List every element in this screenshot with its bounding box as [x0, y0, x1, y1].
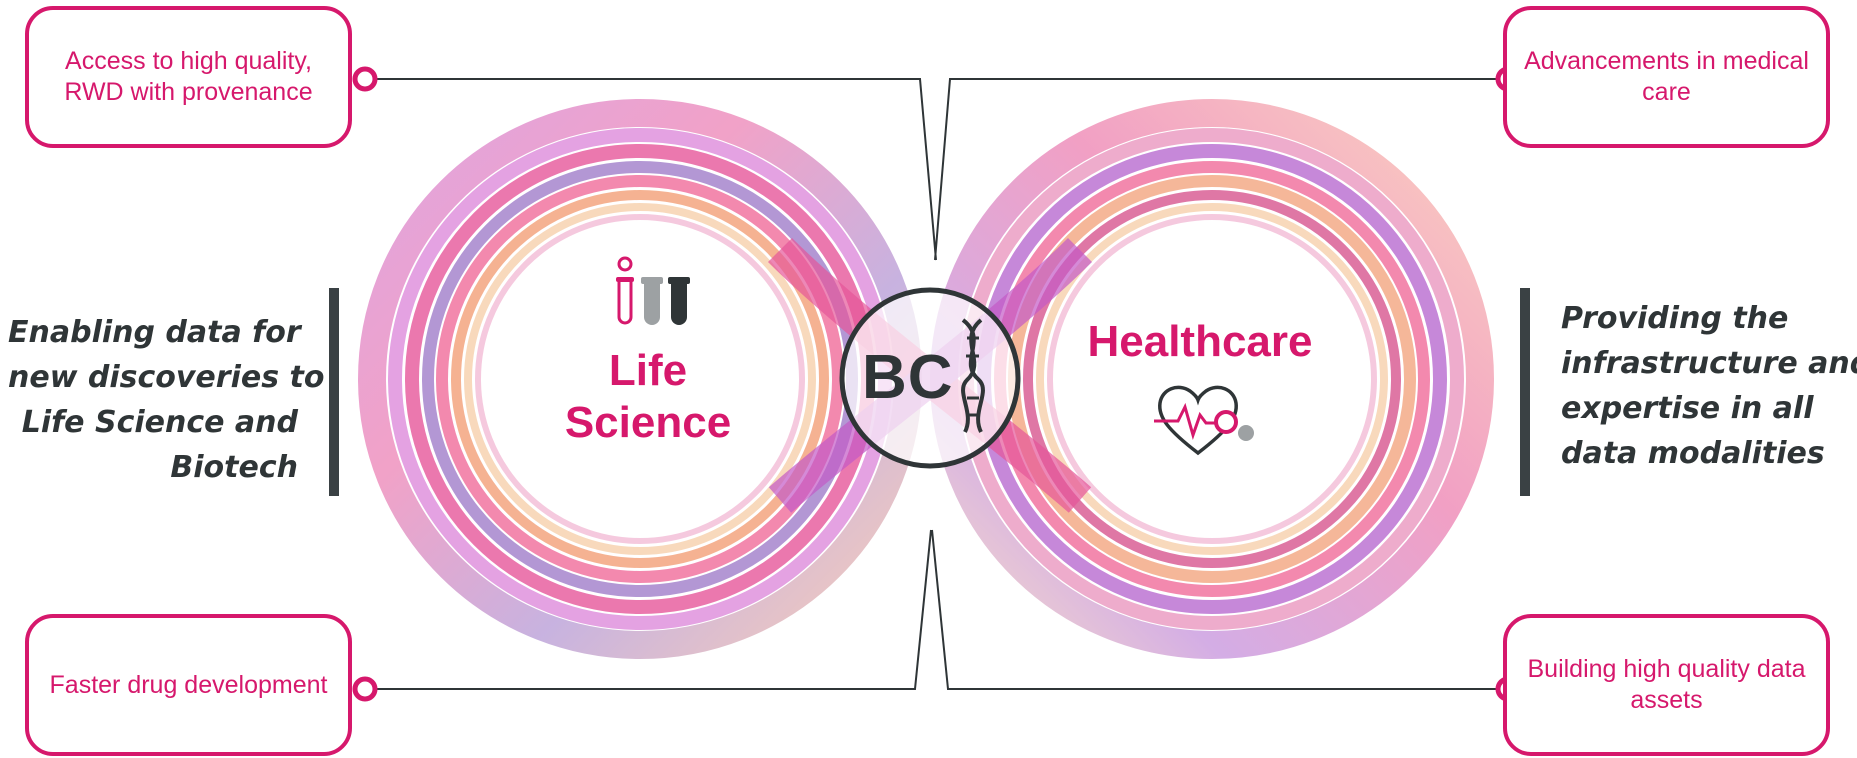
- box-top-left-text: Access to high quality, RWD with provena…: [64, 47, 313, 106]
- right-loop: [930, 99, 1494, 659]
- box-bottom-right: Building high quality data assets: [1503, 614, 1830, 756]
- life-science-line1: Life: [608, 346, 688, 395]
- right-accent-bar: [1520, 288, 1530, 496]
- connector-bottom-left: [370, 529, 932, 690]
- left-statement-line-4: Biotech: [170, 450, 298, 485]
- left-accent-bar: [329, 288, 339, 496]
- connector-bottom-right: [931, 529, 1503, 690]
- box-bottom-right-text: Building high quality data assets: [1527, 655, 1806, 714]
- dna-helix-icon: [961, 318, 985, 433]
- left-statement-line-1: Enabling data for: [8, 315, 301, 350]
- box-bottom-left-text: Faster drug development: [49, 670, 328, 699]
- right-statement-line-3: expertise in all: [1561, 391, 1814, 426]
- life-science-line2: Science: [564, 398, 732, 447]
- test-tubes-icon: [616, 256, 690, 325]
- right-statement-line-1: Providing the: [1561, 301, 1789, 336]
- right-statement-line-2: infrastructure and: [1561, 346, 1857, 381]
- center-logo-text: BC: [862, 343, 954, 412]
- left-statement-line-3: Life Science and: [21, 405, 298, 440]
- left-statement-line-2: new discoveries to: [8, 360, 325, 395]
- heart-pulse-icon: [1154, 385, 1254, 456]
- right-statement-line-4: data modalities: [1561, 436, 1825, 471]
- box-bottom-left: Faster drug development: [25, 614, 352, 756]
- right-statement: Providing the infrastructure and experti…: [1561, 296, 1857, 476]
- left-statement: Enabling data for new discoveries to Lif…: [8, 310, 325, 490]
- life-science-title: Life Science: [548, 345, 748, 449]
- dot-bottom-left: [352, 676, 378, 702]
- connector-top-left: [370, 78, 937, 261]
- box-top-right: Advancements in medical care: [1503, 6, 1830, 148]
- connector-top-right: [934, 78, 1503, 261]
- dot-top-left: [352, 66, 378, 92]
- connector-lines: [370, 78, 1503, 690]
- healthcare-title: Healthcare: [1087, 317, 1313, 366]
- box-top-right-text: Advancements in medical care: [1524, 47, 1809, 106]
- box-top-left: Access to high quality, RWD with provena…: [25, 6, 352, 148]
